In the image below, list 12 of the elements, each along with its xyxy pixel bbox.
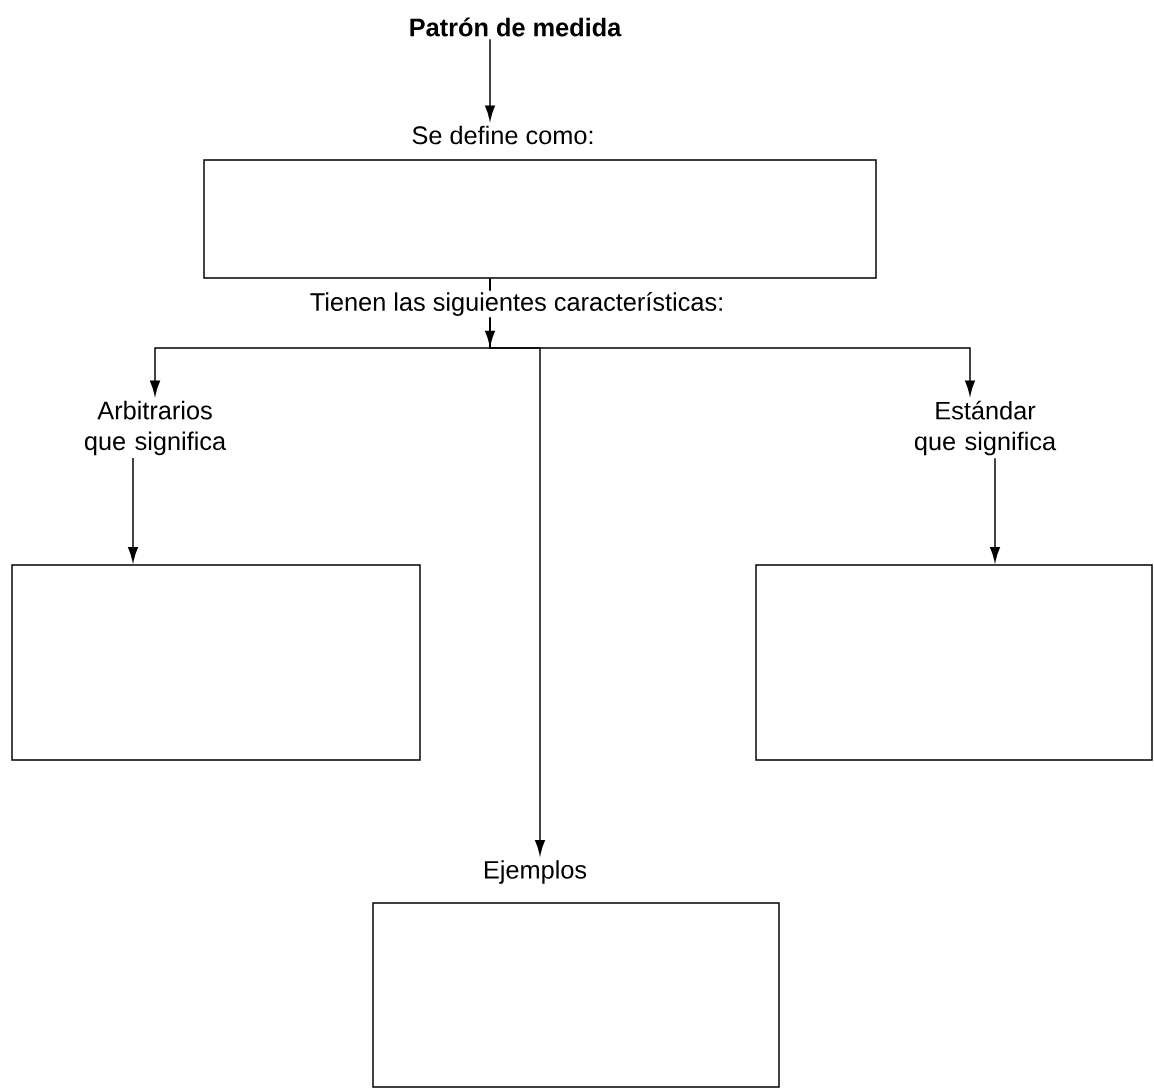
- arrow: [489, 278, 545, 855]
- arrow: [990, 457, 1000, 562]
- box-heading: Ejemplos: [485, 860, 587, 884]
- branch-label: Arbitrarios que significa: [84, 400, 227, 456]
- branch-label: Estándar que significa: [914, 400, 1057, 456]
- box-heading: Se define como:: [412, 125, 593, 145]
- arrow: [485, 38, 495, 120]
- heading-text: Patrón de medida: [410, 17, 622, 37]
- answer-box: [11, 564, 421, 761]
- note-text: Tienen las siguientes características:: [308, 290, 726, 318]
- arrow: [128, 457, 138, 562]
- answer-box: [755, 564, 1153, 761]
